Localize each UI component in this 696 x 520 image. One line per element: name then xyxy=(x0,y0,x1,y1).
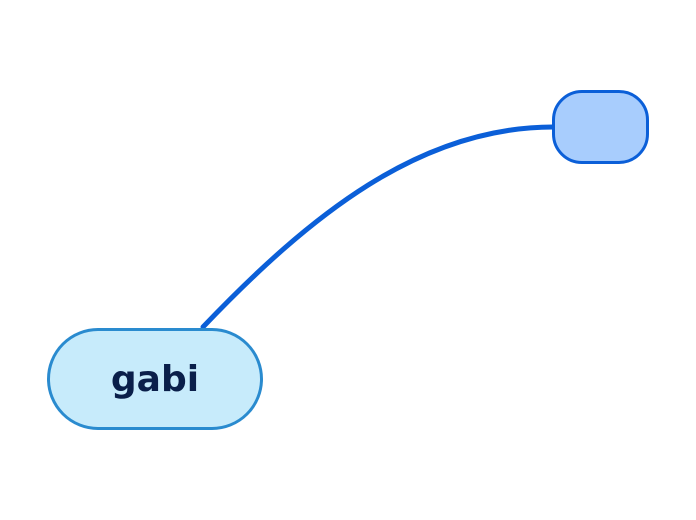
root-topic-label: gabi xyxy=(110,358,200,400)
root-topic-node[interactable]: gabi xyxy=(47,328,263,430)
connector-line xyxy=(200,124,556,330)
child-topic-node[interactable] xyxy=(552,90,649,164)
